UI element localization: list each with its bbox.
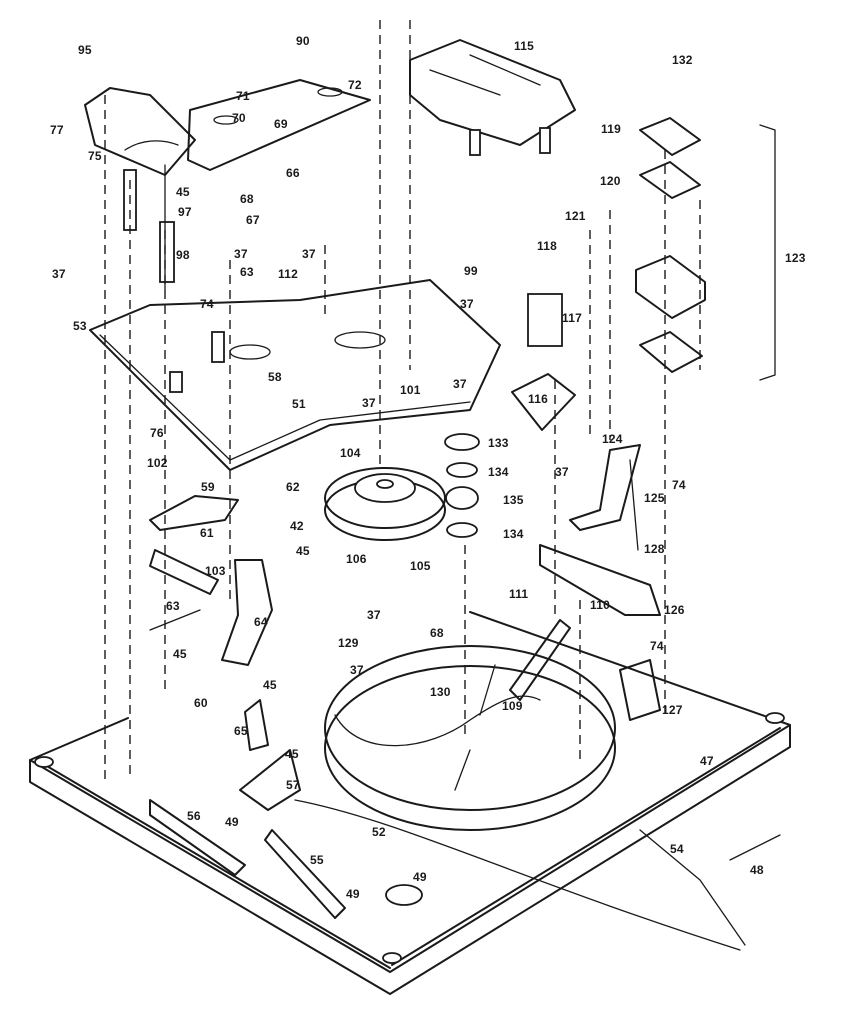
part-number-label: 51 <box>292 397 306 411</box>
part-number-label: 103 <box>205 564 226 578</box>
part-number-label: 99 <box>464 264 478 278</box>
part-number-label: 119 <box>601 122 621 136</box>
part-number-label: 101 <box>400 383 421 397</box>
part-number-label: 74 <box>200 297 214 311</box>
part-number-label: 74 <box>650 639 664 653</box>
part-number-label: 37 <box>302 247 316 261</box>
part-number-label: 69 <box>274 117 288 131</box>
part-number-label: 133 <box>488 436 509 450</box>
part-number-label: 135 <box>503 493 524 507</box>
base-plate <box>29 611 791 995</box>
alignment-lines <box>104 20 701 780</box>
part-number-label: 90 <box>296 34 310 48</box>
mechanism-plate <box>89 279 501 471</box>
part-number-label: 71 <box>236 89 250 103</box>
part-number-label: 49 <box>346 887 360 901</box>
part-number-label: 45 <box>176 185 190 199</box>
part-number-label: 37 <box>453 377 467 391</box>
part-number-label: 130 <box>430 685 451 699</box>
part-number-label: 124 <box>602 432 623 446</box>
cartridge-parts <box>635 117 776 381</box>
part-number-label: 117 <box>562 311 582 325</box>
part-number-label: 98 <box>176 248 190 262</box>
part-number-label: 42 <box>290 519 304 533</box>
part-number-label: 120 <box>600 174 621 188</box>
part-number-label: 66 <box>286 166 300 180</box>
part-number-label: 115 <box>514 39 534 53</box>
part-number-label: 63 <box>166 599 180 613</box>
part-number-label: 63 <box>240 265 254 279</box>
part-number-label: 105 <box>410 559 431 573</box>
part-number-label: 37 <box>367 608 381 622</box>
upper-left-parts <box>84 79 371 283</box>
part-number-label: 37 <box>350 663 364 677</box>
part-number-label: 67 <box>246 213 260 227</box>
part-number-label: 116 <box>528 392 548 406</box>
part-number-label: 74 <box>672 478 686 492</box>
part-number-label: 106 <box>346 552 367 566</box>
part-number-label: 102 <box>147 456 168 470</box>
part-number-label: 111 <box>509 587 529 601</box>
part-number-label: 70 <box>232 111 246 125</box>
part-number-label: 68 <box>430 626 444 640</box>
part-number-label: 95 <box>78 43 92 57</box>
part-number-label: 56 <box>187 809 201 823</box>
right-side-parts <box>509 444 661 721</box>
part-number-label: 109 <box>502 699 523 713</box>
part-number-label: 55 <box>310 853 324 867</box>
gear-assembly <box>324 433 480 541</box>
part-number-label: 45 <box>173 647 187 661</box>
motor-assembly <box>409 39 576 156</box>
part-number-label: 49 <box>225 815 239 829</box>
part-number-label: 48 <box>750 863 764 877</box>
part-number-label: 37 <box>234 247 248 261</box>
part-number-label: 52 <box>372 825 386 839</box>
part-number-label: 37 <box>555 465 569 479</box>
part-number-label: 125 <box>644 491 665 505</box>
part-number-label: 126 <box>664 603 685 617</box>
part-number-label: 118 <box>537 239 557 253</box>
part-number-label: 58 <box>268 370 282 384</box>
part-number-label: 132 <box>672 53 693 67</box>
part-number-label: 64 <box>254 615 268 629</box>
part-number-label: 72 <box>348 78 362 92</box>
part-number-label: 128 <box>644 542 665 556</box>
part-number-label: 47 <box>700 754 714 768</box>
part-number-label: 45 <box>263 678 277 692</box>
turntable-recess <box>324 645 616 831</box>
part-number-label: 45 <box>285 747 299 761</box>
part-number-label: 37 <box>362 396 376 410</box>
part-number-label: 77 <box>50 123 64 137</box>
part-number-label: 49 <box>413 870 427 884</box>
part-number-label: 57 <box>286 778 300 792</box>
part-number-label: 129 <box>338 636 359 650</box>
pickup-parts <box>511 293 576 431</box>
part-number-label: 134 <box>488 465 509 479</box>
part-number-label: 59 <box>201 480 215 494</box>
part-number-label: 37 <box>460 297 474 311</box>
part-number-label: 104 <box>340 446 361 460</box>
part-number-label: 61 <box>200 526 214 540</box>
part-number-label: 37 <box>52 267 66 281</box>
part-number-label: 62 <box>286 480 300 494</box>
part-number-label: 54 <box>670 842 684 856</box>
part-number-label: 68 <box>240 192 254 206</box>
part-number-label: 53 <box>73 319 87 333</box>
bottom-links <box>149 799 781 951</box>
part-number-label: 76 <box>150 426 164 440</box>
part-number-label: 112 <box>278 267 298 281</box>
part-number-label: 134 <box>503 527 524 541</box>
part-number-label: 110 <box>590 598 610 612</box>
part-number-label: 60 <box>194 696 208 710</box>
part-number-label: 123 <box>785 251 806 265</box>
part-number-label: 121 <box>565 209 586 223</box>
part-number-label: 75 <box>88 149 102 163</box>
part-number-label: 65 <box>234 724 248 738</box>
lower-left-parts <box>149 164 301 811</box>
part-number-label: 45 <box>296 544 310 558</box>
part-number-label: 127 <box>662 703 683 717</box>
part-number-label: 97 <box>178 205 192 219</box>
